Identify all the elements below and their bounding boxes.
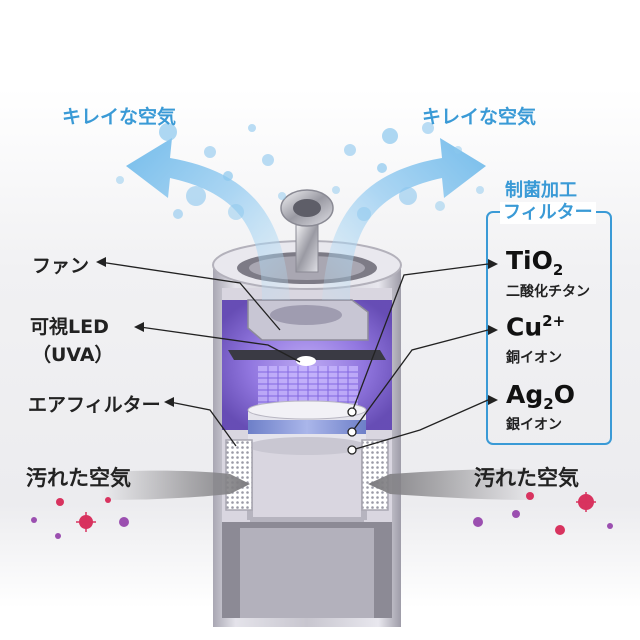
clean-air-arrow-right bbox=[322, 138, 486, 300]
fan-label: ファン bbox=[32, 255, 90, 277]
tio2-formula: TiO2 bbox=[506, 246, 564, 279]
filter-box-title-line2: フィルター bbox=[500, 202, 596, 224]
clean-air-arrow-left bbox=[126, 138, 290, 300]
led-board bbox=[228, 350, 386, 360]
ag2o-name: 銀イオン bbox=[506, 417, 562, 433]
air-filter-label: エアフィルター bbox=[28, 394, 161, 416]
led-label-line1: 可視LED bbox=[30, 316, 109, 338]
led-grid bbox=[258, 366, 358, 406]
cu-formula: Cu2+ bbox=[506, 312, 566, 342]
clean-air-label-right: キレイな空気 bbox=[422, 106, 537, 128]
filter-box-title-line1: 制菌加工 bbox=[505, 180, 577, 201]
led-label-line2: （UVA） bbox=[32, 344, 114, 366]
dirty-air-arrow-left bbox=[100, 470, 250, 500]
ring-handle bbox=[280, 189, 334, 273]
filter-cylinder bbox=[247, 400, 367, 455]
germs-right bbox=[473, 492, 613, 535]
dirty-air-arrow-right bbox=[368, 469, 540, 500]
purifier-body bbox=[212, 240, 402, 627]
leader-lines bbox=[99, 261, 489, 451]
clean-air-bubbles bbox=[116, 122, 484, 221]
leader-dots bbox=[347, 407, 357, 455]
germs-left bbox=[31, 497, 129, 539]
mesh-filter-right bbox=[361, 439, 389, 511]
led-light bbox=[296, 356, 316, 366]
cu-name: 銅イオン bbox=[506, 350, 562, 366]
dirty-air-label-right: 汚れた空気 bbox=[474, 466, 579, 490]
fan-unit bbox=[247, 299, 369, 341]
clean-air-label-left: キレイな空気 bbox=[62, 106, 177, 128]
leader-arrowheads bbox=[96, 257, 498, 407]
ag2o-formula: Ag2O bbox=[506, 380, 575, 413]
tio2-name: 二酸化チタン bbox=[506, 284, 590, 300]
dirty-air-label-left: 汚れた空気 bbox=[26, 466, 131, 490]
